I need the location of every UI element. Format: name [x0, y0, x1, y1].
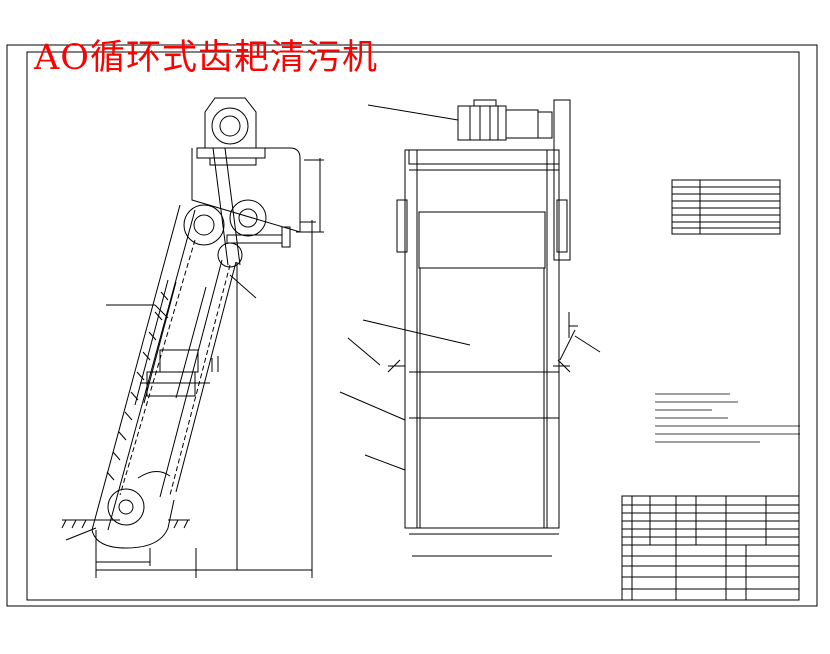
drive-sprocket-top: [211, 107, 249, 145]
bottom-sprocket: [107, 488, 145, 526]
side-view: [61, 97, 324, 578]
tech-notes: [655, 393, 800, 443]
title-block: [621, 495, 800, 601]
inner-frame: [26, 51, 800, 601]
top-cover: [408, 149, 560, 165]
drive-sprocket-mid: [229, 199, 267, 237]
motor: [457, 105, 507, 141]
tech-params-table: [671, 179, 781, 235]
return-sprocket: [183, 204, 225, 246]
outer-border: [6, 44, 818, 607]
drawing-title: AO循环式齿耙清污机: [34, 38, 378, 78]
front-view: [339, 99, 601, 557]
